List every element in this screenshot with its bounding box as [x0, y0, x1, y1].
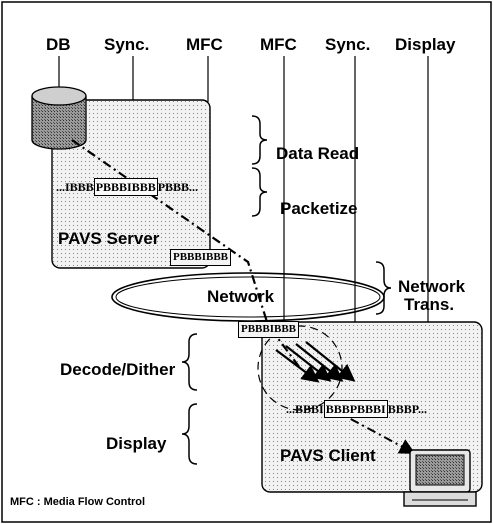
label-mfc-server: MFC — [186, 35, 223, 54]
server-name: PAVS Server — [58, 229, 160, 248]
brace-packetize — [251, 167, 268, 217]
client-name: PAVS Client — [280, 446, 376, 465]
server-frames-suffix: PBBB... — [157, 180, 199, 194]
brace-network-trans — [375, 261, 392, 315]
label-sync-server: Sync. — [104, 35, 150, 54]
server-frames-prefix: ...IBBB — [56, 180, 94, 194]
brace-decode-dither — [181, 333, 198, 391]
db-cylinder-icon — [31, 86, 87, 150]
network-ellipse-inner — [115, 276, 381, 318]
client-frames-prefix: ...BBBI — [286, 402, 324, 416]
label-network-trans-1: Network — [398, 277, 466, 296]
packet-client-in: PBBBIBBB — [238, 321, 300, 338]
server-frames-boxed: PBBBIBBB — [93, 178, 158, 196]
data-flow-path — [71, 139, 301, 369]
label-network-trans-2: Trans. — [404, 295, 455, 314]
brace-data-read — [251, 115, 268, 165]
label-decode-dither: Decode/Dither — [60, 360, 176, 379]
label-sync-client: Sync. — [325, 35, 371, 54]
label-display-top: Display — [395, 35, 456, 54]
client-frames-boxed: BBBPBBBI — [323, 400, 388, 418]
label-db: DB — [46, 35, 71, 54]
client-frames-suffix: BBBP... — [387, 402, 427, 416]
brace-display — [181, 403, 198, 465]
monitor-icon — [403, 449, 477, 507]
footnote: MFC : Media Flow Control — [10, 496, 146, 508]
label-mfc-client: MFC — [260, 35, 297, 54]
label-display-phase: Display — [106, 434, 167, 453]
packet-server-out: PBBBIBBB — [170, 249, 232, 266]
decode-arrows — [275, 341, 356, 383]
network-label: Network — [207, 287, 275, 306]
label-data-read: Data Read — [276, 144, 360, 163]
label-packetize: Packetize — [280, 199, 358, 218]
